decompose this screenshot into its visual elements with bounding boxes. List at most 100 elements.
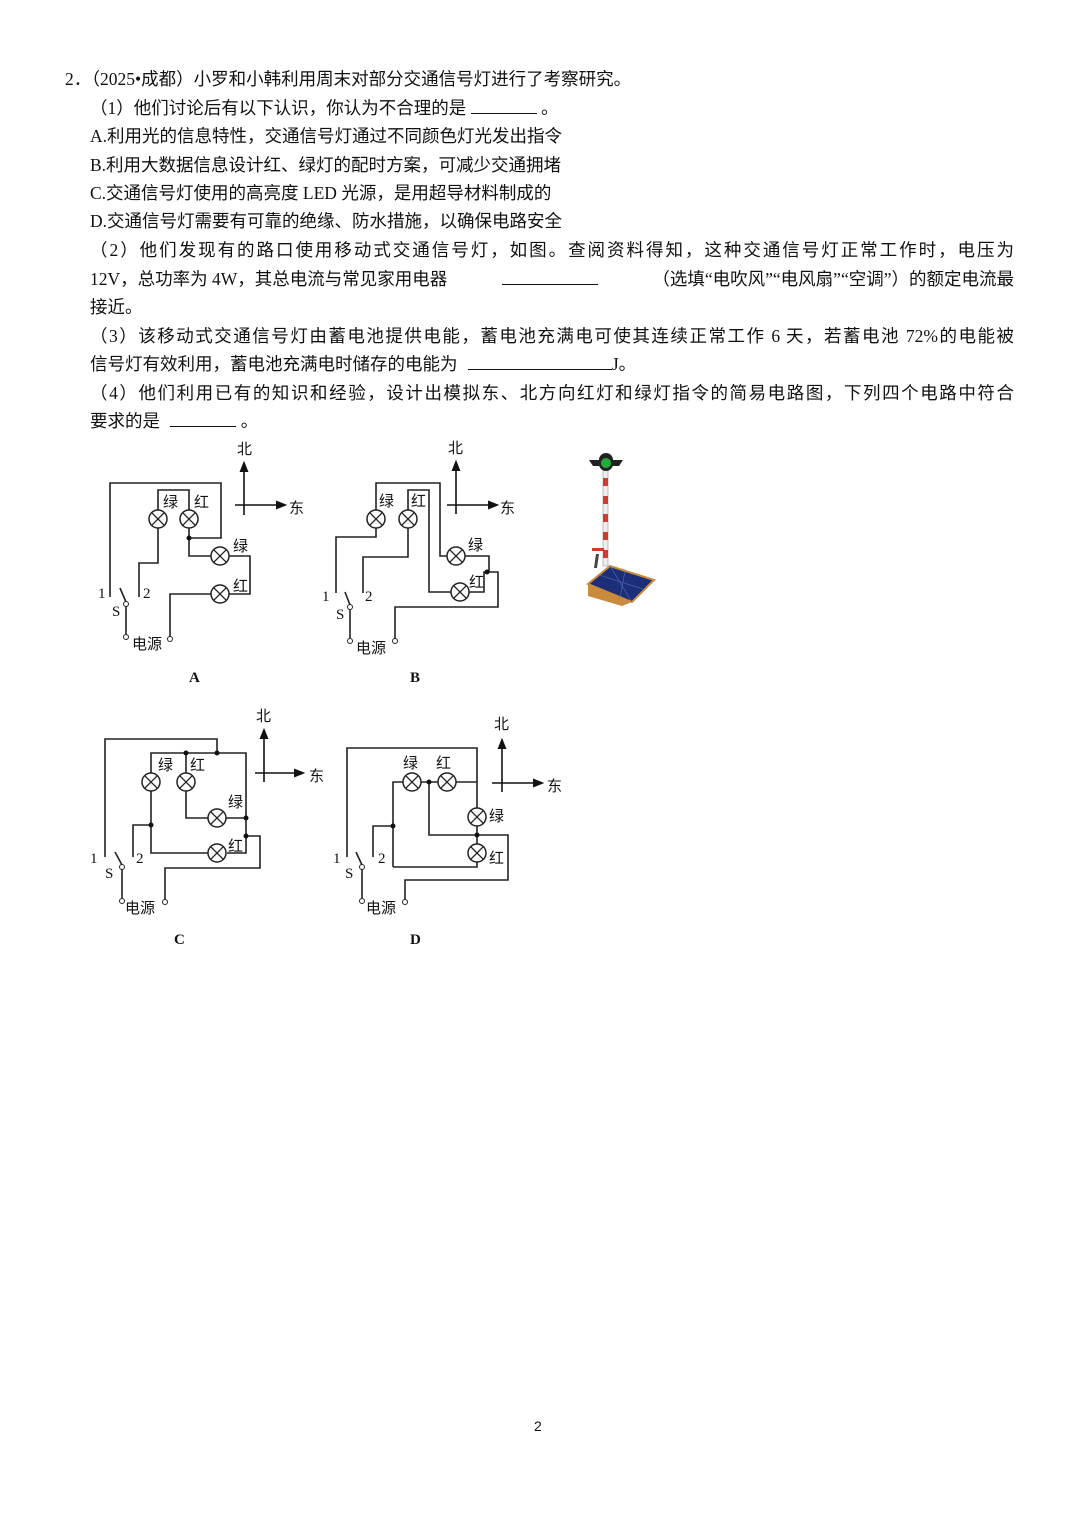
part1-text: （1）他们讨论后有以下认识，你认为不合理的是 [90,98,467,118]
part2-answer-blank[interactable] [501,267,598,285]
power-terminal [167,636,173,642]
option-d: D.交通信号灯需要有可靠的绝缘、防水措施，以确保电路安全 [90,211,563,231]
label-switch: S [112,604,120,620]
label-north: 北 [237,441,252,458]
question-number: 2． [65,69,92,89]
wire [164,835,261,899]
junction-dot [474,832,480,838]
part2-line1: （2）他们发现有的路口使用移动式交通信号灯，如图。查阅资料得知，这种交通信号灯正… [90,240,1014,260]
question-stem: 2．（2025•成都）小罗和小韩利用周末对部分交通信号灯进行了考察研究。 [65,67,989,91]
lamp-east-red [450,582,470,602]
label-east: 东 [289,500,304,517]
part4-answer-blank[interactable] [170,409,237,427]
switch-pivot [123,601,129,607]
part3-text-after: J。 [611,354,637,374]
label-terminal-1: 1 [322,589,330,605]
wire [404,834,509,899]
label-red: 红 [489,850,504,867]
label-red: 红 [194,494,209,511]
part4-line2: 要求的是 。 [90,409,1014,433]
wire [150,752,247,854]
wire [362,528,409,593]
label-switch: S [336,607,344,623]
lamp-north-green [148,509,168,529]
caption-c: C [174,932,185,948]
part2-text-after: （选填“电吹风”“电风扇”“空调”）的额定电流最 [652,269,1014,289]
junction-dot [390,823,396,829]
junction-dot [484,569,490,575]
caption-d: D [410,932,421,948]
question-source: （2025•成都） [91,69,194,89]
wire [372,825,393,857]
wire [394,555,499,639]
label-terminal-2: 2 [365,589,373,605]
switch-pivot [119,864,125,870]
label-power: 电源 [125,900,155,917]
power-terminal [123,634,129,640]
lamp-north-red [179,509,199,529]
label-green: 绿 [228,794,243,811]
wire [132,791,208,857]
part3-text-before: 信号灯有效利用，蓄电池充满电时储存的电能为 [90,354,458,374]
wire [392,781,477,867]
page-number: 2 [534,1418,542,1434]
wire [119,587,127,634]
mobile-traffic-light-image [586,453,656,606]
part3-line1: （3）该移动式交通信号灯由蓄电池提供电能，蓄电池充满电可使其连续正常工作 6 天… [90,326,1014,346]
junction-dot [243,815,249,821]
label-east: 东 [309,768,324,785]
label-switch: S [345,866,353,882]
part1-prompt: （1）他们讨论后有以下认识，你认为不合理的是 。 [90,96,1014,120]
lamp-north-red [437,772,457,792]
label-terminal-2: 2 [143,586,151,602]
label-red: 红 [411,493,426,510]
power-terminal [402,899,408,905]
wire [109,482,222,597]
power-terminal [119,898,125,904]
label-red: 红 [233,578,248,595]
lamp-north-red [398,509,418,529]
caption-b: B [410,670,420,686]
lamp-east-red [210,584,230,604]
label-green: 绿 [403,755,418,772]
label-switch: S [105,866,113,882]
junction-dot [186,535,192,541]
power-terminal [347,638,353,644]
junction-dot [183,750,189,756]
label-north: 北 [448,440,463,457]
part3-line2: 信号灯有效利用，蓄电池充满电时储存的电能为 J。 [90,352,1014,376]
wire [185,791,246,819]
label-green: 绿 [489,808,504,825]
green-light [601,458,611,468]
label-green: 绿 [468,537,483,554]
label-north: 北 [494,716,509,733]
circuit-b: 绿 红 绿 红 1 2 S 电源 北 东 B [322,440,515,686]
junction-dot [426,779,432,785]
label-red: 红 [190,757,205,774]
part1-answer-blank[interactable] [470,96,537,114]
wire [104,738,218,857]
figures: 绿 红 绿 红 1 2 S 电源 北 东 A 绿 红 绿 红 1 2 S 电 [90,440,656,948]
label-terminal-1: 1 [98,586,106,602]
label-green: 绿 [379,493,394,510]
label-red: 红 [469,574,484,591]
part4-suffix: 。 [240,411,259,431]
option-b: B.利用大数据信息设计红、绿灯的配时方案，可减少交通拥堵 [90,155,562,175]
power-terminal [359,898,365,904]
wire [355,851,363,898]
label-power: 电源 [356,640,386,657]
wire [407,489,451,593]
part2-line3: 接近。 [90,297,143,317]
wire [344,591,351,638]
option-a: A.利用光的信息特性，交通信号灯通过不同颜色灯光发出指令 [90,126,563,146]
label-power: 电源 [366,900,396,917]
wire [335,528,377,593]
switch-pivot [359,864,365,870]
part3-answer-blank[interactable] [467,352,612,370]
question-text: 小罗和小韩利用周末对部分交通信号灯进行了考察研究。 [193,69,632,89]
label-green: 绿 [163,494,178,511]
label-terminal-1: 1 [90,851,98,867]
junction-dot [148,822,154,828]
label-terminal-2: 2 [136,851,144,867]
switch-pivot [347,604,353,610]
